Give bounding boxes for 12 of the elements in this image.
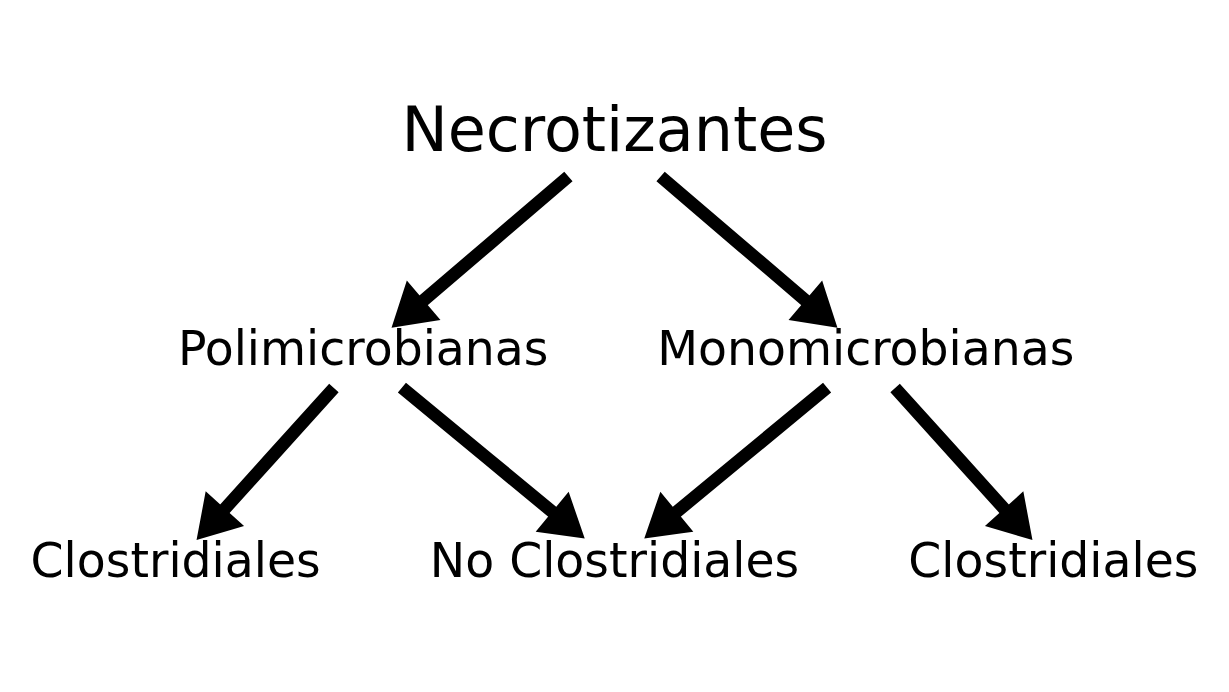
node-text: Clostridiales [30,532,321,587]
node-text: Polimicrobianas [177,320,549,376]
node-text: Clostridiales [908,532,1199,587]
arrow [656,171,838,328]
node-text: No Clostridiales [429,532,800,587]
arrow [644,382,832,539]
arrow [391,171,573,328]
arrow [196,383,339,540]
arrow [397,382,585,539]
node-text: Monomicrobianas [657,320,1075,376]
node-text: Necrotizantes [401,93,828,166]
arrow [890,383,1033,540]
